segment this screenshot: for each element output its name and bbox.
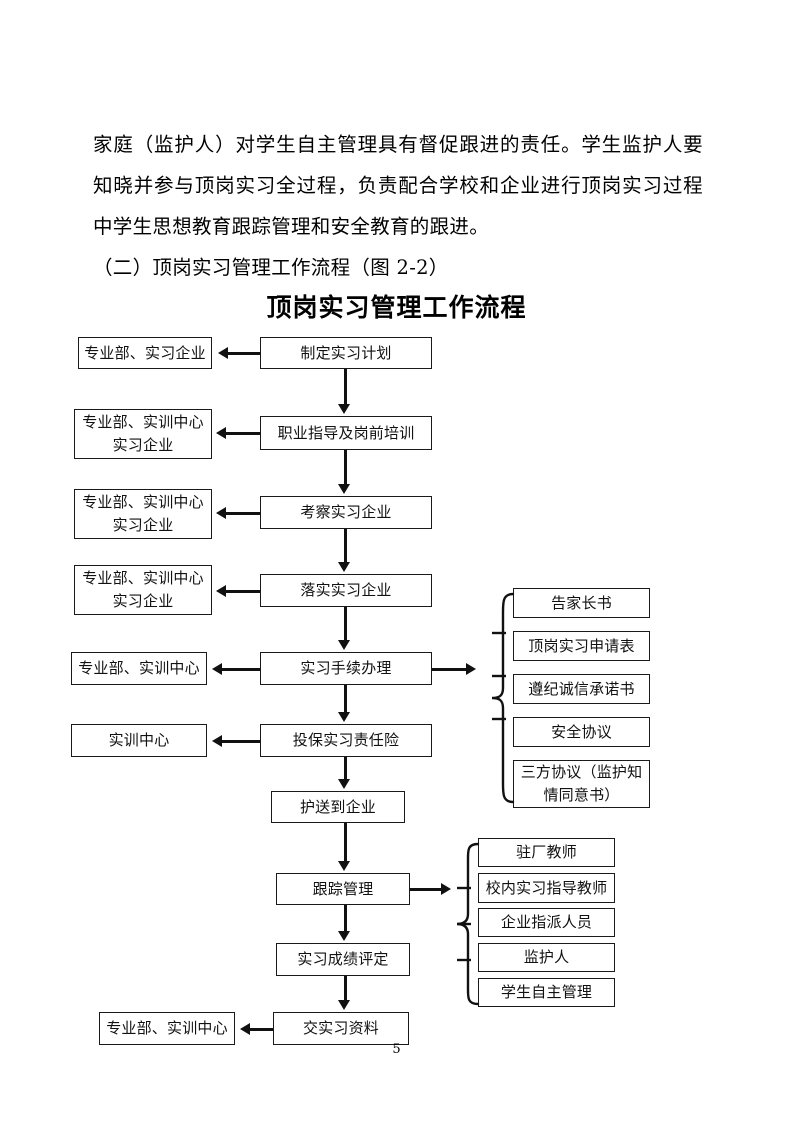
flow-step-make-plan[interactable]: 制定实习计划 [260, 337, 432, 369]
connector-h-left-2 [226, 432, 260, 435]
personnel-item-school-instructor[interactable]: 校内实习指导教师 [478, 873, 615, 903]
connector-h-left-6 [222, 740, 260, 743]
responsible-unit-2-line2: 实习企业 [112, 436, 174, 454]
responsible-unit-1[interactable]: 专业部、实习企业 [78, 337, 212, 369]
documents-group-brace [489, 588, 515, 808]
arrowhead-down-2 [338, 484, 350, 494]
flow-step-submit-materials[interactable]: 交实习资料 [273, 1012, 409, 1045]
connector-v-2 [344, 450, 347, 485]
responsible-unit-7[interactable]: 专业部、实训中心 [99, 1012, 235, 1045]
flow-step-confirm-enterprise[interactable]: 落实实习企业 [260, 574, 432, 607]
connector-v-9 [344, 976, 347, 1001]
document-item-tripartite-agreement[interactable]: 三方协议（监护知 情同意书） [513, 760, 650, 808]
document-body: 家庭（监护人）对学生自主管理具有督促跟进的责任。学生监护人要知晓并参与顶岗实习全… [93, 124, 703, 288]
responsible-unit-2-line1: 专业部、实训中心 [82, 413, 204, 431]
arrowhead-left-5 [212, 663, 222, 675]
arrowhead-down-8 [338, 931, 350, 941]
connector-h-left-4 [226, 590, 260, 593]
arrowhead-down-9 [338, 1000, 350, 1010]
document-item-tripartite-agreement-line1: 三方协议（监护知 [520, 763, 643, 781]
flow-step-career-guidance-training[interactable]: 职业指导及岗前培训 [260, 416, 432, 450]
arrowhead-down-5 [338, 712, 350, 722]
responsible-unit-3-line1: 专业部、实训中心 [82, 493, 204, 511]
section-heading: （二）顶岗实习管理工作流程（图 2-2） [93, 256, 449, 279]
page-number: 5 [392, 1042, 401, 1057]
arrowhead-down-6 [338, 779, 350, 789]
connector-h-left-1 [228, 352, 260, 355]
flowchart-title: 顶岗实习管理工作流程 [266, 293, 527, 322]
arrowhead-down-3 [338, 562, 350, 572]
personnel-item-factory-teacher[interactable]: 驻厂教师 [478, 838, 615, 867]
arrowhead-left-6 [212, 735, 222, 747]
connector-v-3 [344, 529, 347, 563]
connector-h-right-1 [432, 668, 467, 671]
flow-step-grade-evaluation[interactable]: 实习成绩评定 [276, 943, 410, 976]
document-item-application-form[interactable]: 顶岗实习申请表 [513, 631, 650, 661]
responsible-unit-4[interactable]: 专业部、实训中心 实习企业 [74, 565, 212, 615]
responsible-unit-4-line2: 实习企业 [112, 592, 174, 610]
responsible-unit-3[interactable]: 专业部、实训中心 实习企业 [74, 489, 212, 539]
arrowhead-right-2 [441, 883, 451, 895]
arrowhead-down-4 [338, 640, 350, 650]
connector-v-6 [344, 757, 347, 780]
responsible-unit-2[interactable]: 专业部、实训中心 实习企业 [74, 409, 212, 459]
connector-h-left-7 [250, 1028, 273, 1031]
arrowhead-down-7 [338, 861, 350, 871]
document-item-safety-agreement[interactable]: 安全协议 [513, 717, 650, 747]
connector-v-5 [344, 685, 347, 713]
arrowhead-left-7 [240, 1023, 250, 1035]
document-item-integrity-pledge[interactable]: 遵纪诚信承诺书 [513, 674, 650, 704]
flow-step-tracking-management[interactable]: 跟踪管理 [276, 873, 410, 905]
responsible-unit-3-line2: 实习企业 [112, 516, 174, 534]
personnel-item-enterprise-staff[interactable]: 企业指派人员 [478, 908, 615, 937]
connector-v-7 [344, 823, 347, 862]
responsible-unit-5[interactable]: 专业部、实训中心 [71, 652, 207, 685]
document-item-tripartite-agreement-line2: 情同意书） [543, 786, 620, 804]
arrowhead-left-3 [216, 507, 226, 519]
connector-v-8 [344, 905, 347, 932]
connector-h-right-2 [410, 888, 442, 891]
connector-v-4 [344, 607, 347, 641]
flow-step-inspect-enterprise[interactable]: 考察实习企业 [260, 496, 432, 529]
flow-step-internship-procedures[interactable]: 实习手续办理 [260, 652, 432, 685]
arrowhead-right-1 [466, 663, 476, 675]
document-item-parent-letter[interactable]: 告家长书 [513, 588, 650, 618]
arrowhead-down-1 [338, 404, 350, 414]
personnel-item-guardian[interactable]: 监护人 [478, 943, 615, 972]
connector-h-left-3 [226, 512, 260, 515]
arrowhead-left-4 [216, 585, 226, 597]
arrowhead-left-1 [218, 347, 228, 359]
personnel-item-student-self-management[interactable]: 学生自主管理 [478, 978, 615, 1007]
personnel-group-brace [454, 838, 480, 1010]
flow-step-escort-to-enterprise[interactable]: 护送到企业 [271, 791, 405, 823]
arrowhead-left-2 [216, 427, 226, 439]
body-paragraph-1: 家庭（监护人）对学生自主管理具有督促跟进的责任。学生监护人要知晓并参与顶岗实习全… [93, 133, 703, 238]
flow-step-liability-insurance[interactable]: 投保实习责任险 [260, 724, 432, 757]
responsible-unit-4-line1: 专业部、实训中心 [82, 569, 204, 587]
connector-v-1 [344, 369, 347, 405]
responsible-unit-6[interactable]: 实训中心 [71, 724, 207, 757]
connector-h-left-5 [222, 668, 260, 671]
